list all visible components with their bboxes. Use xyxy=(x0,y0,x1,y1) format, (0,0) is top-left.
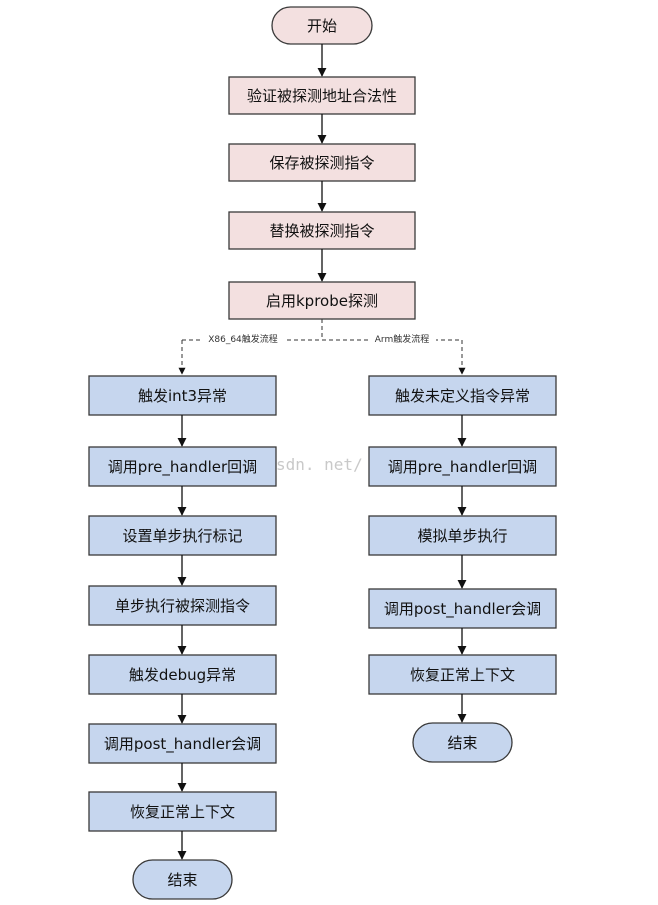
top-step: 验证被探测地址合法性 xyxy=(228,76,416,115)
top-step-label: 保存被探测指令 xyxy=(269,154,374,172)
x86-step: 恢复正常上下文 xyxy=(88,791,277,832)
start-label: 开始 xyxy=(307,17,337,35)
x86-step: 调用post_handler会调 xyxy=(88,723,277,764)
arm-step-label: 触发未定义指令异常 xyxy=(395,387,530,405)
arm-end-label: 结束 xyxy=(447,734,477,752)
x86-step-label: 设置单步执行标记 xyxy=(122,527,242,545)
arm-step: 恢复正常上下文 xyxy=(368,654,557,695)
x86-step-label: 单步执行被探测指令 xyxy=(115,597,250,615)
x86-step-label: 调用post_handler会调 xyxy=(104,735,261,754)
x86-step: 单步执行被探测指令 xyxy=(88,585,277,626)
arm-end-node: 结束 xyxy=(412,722,513,763)
top-step-label: 验证被探测地址合法性 xyxy=(247,87,397,105)
arm-step: 调用post_handler会调 xyxy=(368,588,557,629)
arm-step: 调用pre_handler回调 xyxy=(368,446,557,487)
top-step-label: 启用kprobe探测 xyxy=(266,292,378,310)
x86-step-label: 调用pre_handler回调 xyxy=(108,458,257,477)
arm-step-label: 调用post_handler会调 xyxy=(384,600,541,619)
x86-branch-label: X86_64触发流程 xyxy=(208,333,278,345)
arm-step-label: 调用pre_handler回调 xyxy=(388,458,537,477)
arm-step-label: 恢复正常上下文 xyxy=(410,666,515,684)
x86-end-label: 结束 xyxy=(167,871,197,889)
branch-connector xyxy=(178,319,466,375)
x86-end-node: 结束 xyxy=(132,859,233,900)
x86-step: 调用pre_handler回调 xyxy=(88,446,277,487)
arm-step: 模拟单步执行 xyxy=(368,515,557,556)
x86-step: 触发debug异常 xyxy=(88,654,277,695)
x86-step-label: 触发int3异常 xyxy=(138,387,227,405)
x86-step: 触发int3异常 xyxy=(88,375,277,416)
top-step: 启用kprobe探测 xyxy=(228,281,416,320)
top-step: 保存被探测指令 xyxy=(228,143,416,182)
x86-step-label: 触发debug异常 xyxy=(129,666,236,684)
arm-branch-label: Arm触发流程 xyxy=(375,333,429,345)
watermark: sdn. net/ xyxy=(276,455,363,474)
top-step: 替换被探测指令 xyxy=(228,211,416,250)
arm-step-label: 模拟单步执行 xyxy=(417,527,507,545)
top-step-label: 替换被探测指令 xyxy=(269,222,374,240)
start-node: 开始 xyxy=(271,6,373,45)
x86-step: 设置单步执行标记 xyxy=(88,515,277,556)
x86-step-label: 恢复正常上下文 xyxy=(130,803,235,821)
arm-step: 触发未定义指令异常 xyxy=(368,375,557,416)
